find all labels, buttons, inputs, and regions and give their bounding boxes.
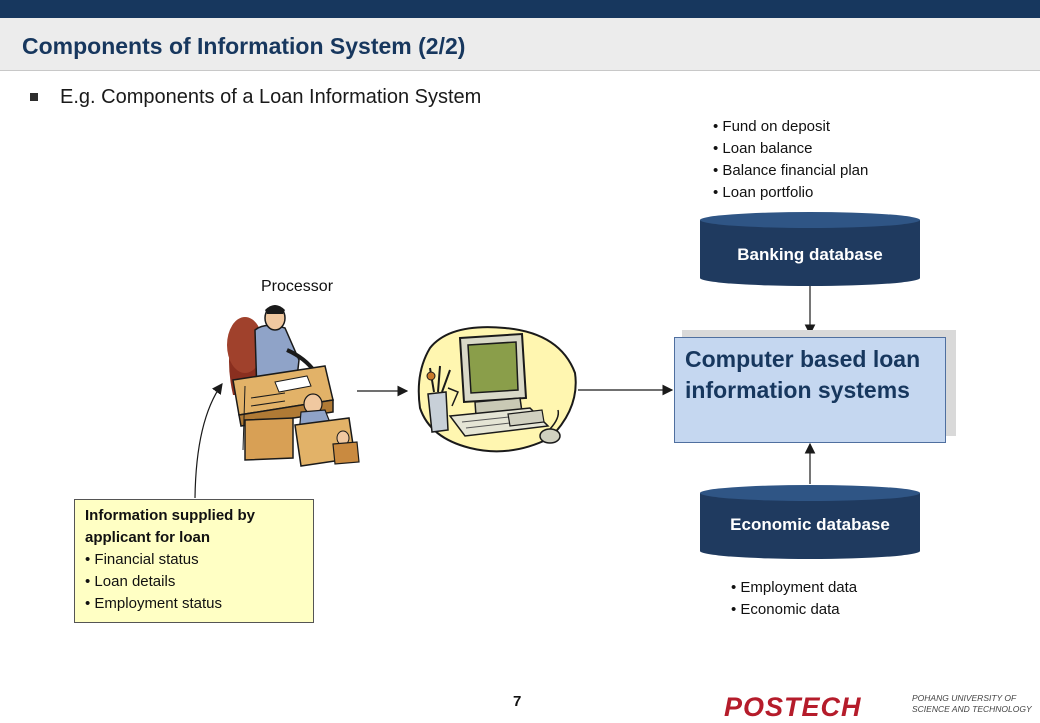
banking-data-list: Fund on deposit Loan balance Balance fin… [713, 116, 868, 204]
slide-title: Components of Information System (2/2) [22, 33, 466, 59]
page-number: 7 [513, 693, 522, 710]
title-bar [0, 18, 1040, 71]
economic-data-list: Employment data Economic data [731, 577, 857, 621]
banking-item: Balance financial plan [713, 160, 868, 182]
top-accent-bar [0, 0, 1040, 18]
cylinder-shape-icon [700, 212, 920, 286]
economic-database-cylinder: Economic database [700, 485, 920, 559]
postech-logo: POSTECH [724, 692, 862, 722]
processor-label: Processor [261, 278, 334, 295]
applicant-info-list: Financial status Loan details Employment… [85, 549, 222, 615]
applicant-info-box: Information supplied by applicant for lo… [74, 499, 314, 623]
computer-icon [417, 326, 577, 453]
processor-person-icon [227, 305, 360, 467]
loan-information-system-label: Computer based loan information systems [685, 346, 921, 403]
applicant-info-title: Information supplied by applicant for lo… [85, 507, 256, 546]
logo-line-2: SCIENCE AND TECHNOLOGY [912, 704, 1032, 714]
slide-subtitle: E.g. Components of a Loan Information Sy… [60, 86, 482, 108]
cylinder-shape-icon [700, 485, 920, 559]
postech-logo-subtitle: POHANG UNIVERSITY OF SCIENCE AND TECHNOL… [912, 693, 1032, 715]
banking-item: Loan portfolio [713, 182, 868, 204]
economic-item: Employment data [731, 577, 857, 599]
banking-database-label: Banking database [737, 245, 883, 264]
square-bullet-icon [30, 93, 38, 101]
loan-information-system-box: Computer based loan information systems [674, 337, 946, 443]
banking-database-cylinder: Banking database [700, 212, 920, 286]
economic-item: Economic data [731, 599, 857, 621]
applicant-info-item: Loan details [85, 571, 222, 593]
applicant-info-item: Financial status [85, 549, 222, 571]
applicant-info-item: Employment status [85, 593, 222, 615]
banking-item: Loan balance [713, 138, 868, 160]
economic-database-label: Economic database [730, 515, 890, 534]
logo-line-1: POHANG UNIVERSITY OF [912, 693, 1017, 703]
banking-item: Fund on deposit [713, 116, 868, 138]
